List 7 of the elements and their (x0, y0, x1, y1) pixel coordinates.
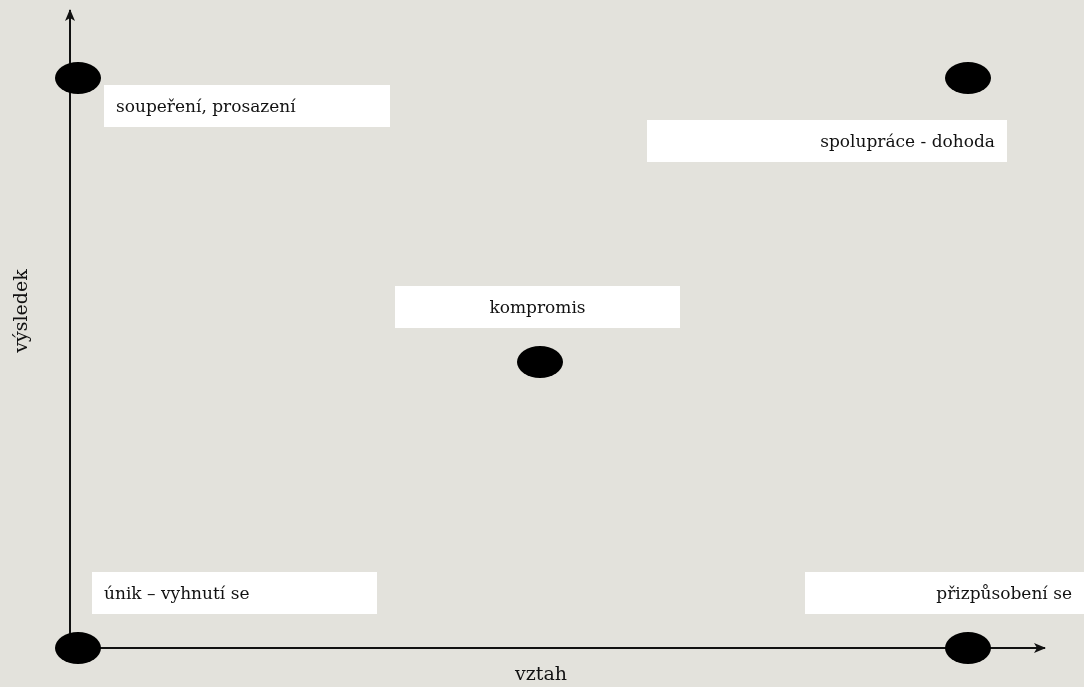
label-box: kompromis (395, 286, 680, 328)
label-box: spolupráce - dohoda (647, 120, 1007, 162)
label-box: únik – vyhnutí se (92, 572, 377, 614)
label-box: soupeření, prosazení (104, 85, 390, 127)
x-axis-title: vztah (515, 662, 567, 684)
y-axis-title: výsledek (8, 269, 31, 353)
label-box: přizpůsobení se (805, 572, 1084, 614)
